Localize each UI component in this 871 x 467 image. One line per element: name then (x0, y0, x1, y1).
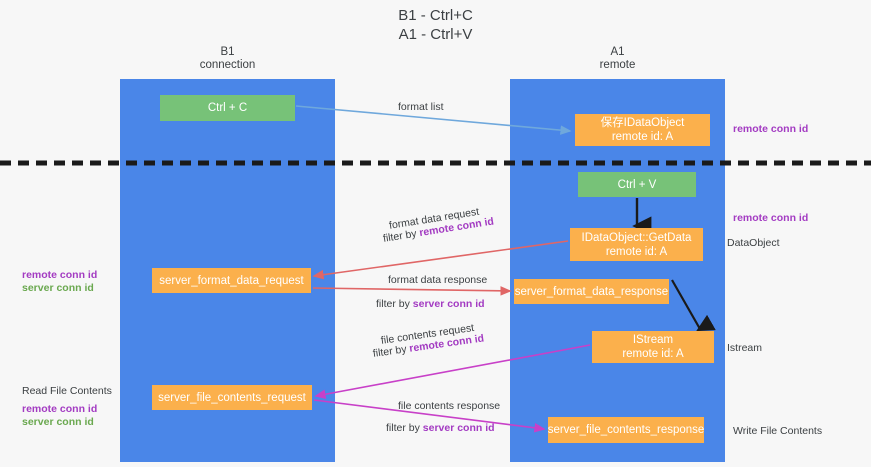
edge-label-format-list: format list (398, 101, 444, 113)
node-server-file-contents-request-label: server_file_contents_request (158, 391, 306, 404)
arrow-format-data-response (312, 286, 512, 296)
filter-prefix: filter by (382, 227, 421, 245)
node-istream-line1: IStream (632, 334, 674, 346)
title-line-2: A1 - Ctrl+V (398, 26, 473, 43)
annotation-right-remote-conn-id-mid: remote conn id (733, 212, 809, 224)
node-getdata-line2: remote id: A (605, 245, 668, 258)
node-ctrl-c[interactable]: Ctrl + C (160, 95, 295, 121)
node-server-file-contents-response-label: server_file_contents_response (547, 424, 705, 436)
edge-label-file-contents-response: file contents response (398, 400, 501, 412)
node-idataobject-getdata[interactable]: IDataObject::GetData remote id: A (570, 228, 703, 261)
filter-key-server-conn-id: server conn id (422, 422, 495, 434)
node-server-format-data-response-label: server_format_data_response (514, 285, 669, 298)
filter-prefix: filter by (386, 422, 423, 434)
node-istream[interactable]: IStream remote id: A (592, 331, 714, 363)
node-ctrl-v-label: Ctrl + V (617, 178, 657, 191)
node-server-format-data-response[interactable]: server_format_data_response (514, 279, 669, 304)
annotation-istream: Istream (727, 342, 763, 354)
annotation-right-remote-conn-id-top: remote conn id (733, 123, 809, 135)
node-getdata-line1: IDataObject::GetData (581, 231, 692, 244)
filter-prefix: filter by (376, 298, 413, 310)
node-ctrl-v[interactable]: Ctrl + V (578, 172, 696, 197)
annotation-left-server-conn-id-mid: server conn id (22, 282, 94, 294)
node-save-idataobject-line2: remote id: A (611, 131, 674, 143)
column-header-a1: A1 remote (510, 46, 725, 72)
edge-label-file-contents-response-filter: filter by server conn id (386, 421, 495, 435)
title-line-1: B1 - Ctrl+C (398, 7, 473, 24)
annotation-left-remote-conn-id-mid: remote conn id (22, 269, 98, 281)
column-a1-name: A1 (610, 46, 625, 58)
node-ctrl-c-label: Ctrl + C (207, 102, 248, 114)
node-server-format-data-request[interactable]: server_format_data_request (152, 268, 311, 293)
annotation-write-file-contents: Write File Contents (733, 425, 823, 437)
node-server-format-data-request-label: server_format_data_request (159, 274, 304, 287)
column-b1-role: connection (199, 59, 256, 71)
node-save-idataobject-line1: 保存IDataObject (600, 117, 685, 129)
edge-label-format-data-response: format data response (388, 274, 488, 286)
column-a1-role: remote (599, 59, 636, 71)
node-istream-line2: remote id: A (622, 348, 684, 360)
node-server-file-contents-request[interactable]: server_file_contents_request (152, 385, 312, 410)
filter-prefix: filter by (372, 342, 411, 360)
annotation-left-server-conn-id-bottom: server conn id (22, 416, 94, 428)
column-header-b1: B1 connection (120, 46, 335, 72)
page-title: B1 - Ctrl+C A1 - Ctrl+V (0, 6, 871, 44)
annotation-left-remote-conn-id-bottom: remote conn id (22, 403, 98, 415)
node-save-idataobject[interactable]: 保存IDataObject remote id: A (575, 114, 710, 146)
node-server-file-contents-response[interactable]: server_file_contents_response (548, 417, 704, 443)
annotation-read-file-contents: Read File Contents (22, 385, 112, 397)
filter-key-server-conn-id: server conn id (412, 298, 485, 310)
edge-label-format-data-response-filter: filter by server conn id (376, 297, 485, 311)
annotation-dataobject: DataObject (727, 237, 780, 249)
column-b1-name: B1 (220, 46, 235, 58)
